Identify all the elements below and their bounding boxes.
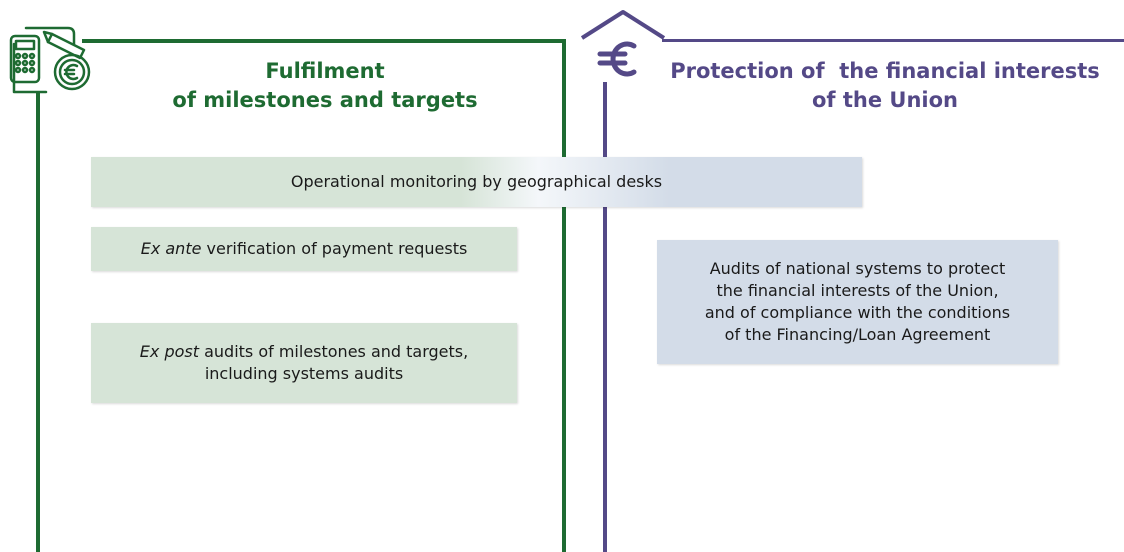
ex-ante-box: Ex ante verification of payment requests <box>91 227 517 271</box>
ex-post-rest: audits of milestones and targets, <box>199 342 469 361</box>
ex-ante-rest: verification of payment requests <box>201 239 468 258</box>
right-frame-top <box>662 39 1124 42</box>
right-frame-left <box>603 82 607 552</box>
ex-post-box: Ex post audits of milestones and targets… <box>91 323 517 403</box>
left-frame-top <box>82 39 566 43</box>
euro-house-icon <box>580 10 666 77</box>
ex-post-italic: Ex post <box>139 342 199 361</box>
ex-ante-italic: Ex ante <box>140 239 202 258</box>
left-frame-right <box>562 39 566 552</box>
ex-ante-text: Ex ante verification of payment requests <box>141 238 468 260</box>
audit-line-1: Audits of national systems to protect <box>709 259 1006 278</box>
right-panel-title: Protection of the financial interests of… <box>650 57 1120 115</box>
right-title-line1: Protection of the financial interests <box>670 59 1100 83</box>
calculator-pencil-euro-icon <box>9 26 91 94</box>
left-title-line2: of milestones and targets <box>172 88 478 112</box>
ex-post-line1: Ex post audits of milestones and targets… <box>140 341 468 363</box>
left-panel-title: Fulfilment of milestones and targets <box>110 57 540 115</box>
operational-monitoring-box: Operational monitoring by geographical d… <box>91 157 862 207</box>
right-title-line2: of the Union <box>812 88 958 112</box>
operational-monitoring-text: Operational monitoring by geographical d… <box>290 172 663 191</box>
left-frame-left <box>36 92 40 552</box>
left-title-line1: Fulfilment <box>265 59 385 83</box>
audit-line-3: and of compliance with the conditions <box>704 303 1011 322</box>
national-systems-audit-box: Audits of national systems to protect th… <box>657 240 1058 364</box>
ex-post-line2: including systems audits <box>204 364 404 383</box>
audit-line-4: of the Financing/Loan Agreement <box>724 325 991 344</box>
audit-line-2: the financial interests of the Union, <box>716 281 999 300</box>
